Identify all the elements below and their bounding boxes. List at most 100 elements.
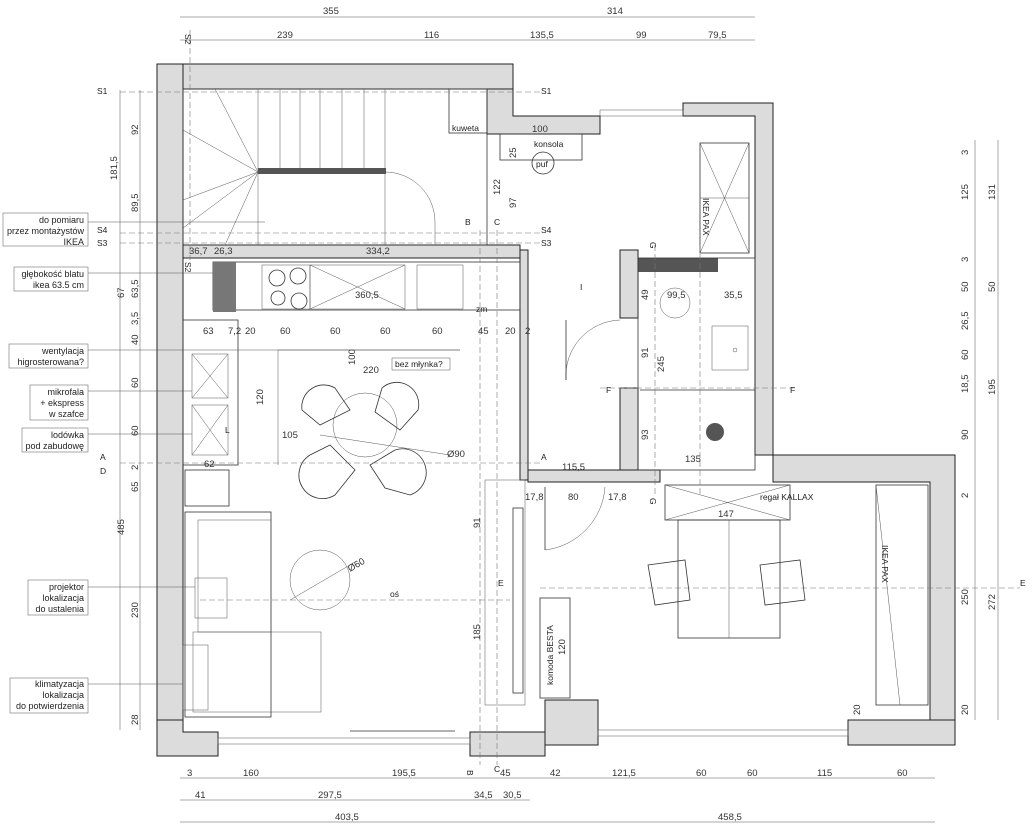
dim-label: 185	[472, 624, 483, 640]
wall-bottom-mid	[469, 731, 546, 757]
dim-label: 60	[380, 326, 391, 337]
dining-set: bez młynka?	[298, 357, 451, 499]
chair	[298, 444, 356, 499]
dim-label: 485	[116, 519, 127, 535]
section-marks: S1 S1 S2 S2 S3 S3 S4 S4 A A B B C C D E …	[97, 34, 1026, 776]
window-bottom-living	[217, 737, 471, 745]
dim-label: 100	[532, 124, 548, 135]
dim-label: 120	[557, 639, 568, 655]
dim-label: 3	[960, 257, 971, 262]
dim-label: 91	[472, 517, 483, 528]
os-label: oś	[390, 589, 399, 599]
svg-text:+ ekspress: + ekspress	[40, 398, 84, 408]
dim-label: 135,5	[530, 30, 554, 41]
svg-text:klimatyzacja: klimatyzacja	[35, 679, 84, 689]
dining-table	[332, 392, 398, 458]
walls	[156, 63, 956, 757]
svg-text:lodówka: lodówka	[51, 430, 84, 440]
section-mark: C	[494, 764, 500, 774]
dim-label: 60	[897, 768, 908, 779]
dim-label: 297,5	[318, 790, 342, 801]
living-room: oś	[182, 479, 526, 718]
dim-label: 80	[568, 492, 579, 503]
dim-label: 63,5	[130, 280, 141, 299]
svg-text:w szafce: w szafce	[48, 409, 84, 419]
bath-counter-dark	[638, 258, 718, 272]
dim-label: 60	[960, 349, 971, 360]
dim-label: 62	[204, 459, 215, 470]
svg-text:higrosterowana?: higrosterowana?	[17, 357, 84, 367]
dim-label: 2	[525, 326, 530, 337]
dim-label: 239	[277, 30, 293, 41]
dim-label: 93	[640, 429, 651, 440]
dim-label: 122	[492, 179, 503, 195]
section-mark: G	[648, 242, 658, 249]
dim-label: 60	[747, 768, 758, 779]
dim-label: 20	[852, 704, 863, 715]
section-mark: F	[606, 385, 611, 395]
dim-label: 131	[987, 184, 998, 200]
section-mark: S3	[541, 238, 552, 248]
callout-montaz: do pomiaru przez montażystów IKEA	[2, 212, 265, 247]
section-mark: D	[100, 466, 106, 476]
chair	[369, 448, 427, 496]
dim-label: 60	[130, 425, 141, 436]
L-label: L	[225, 425, 230, 435]
chair	[301, 384, 351, 426]
svg-text:do pomiaru: do pomiaru	[39, 215, 84, 225]
dim-label: 116	[424, 30, 439, 41]
bathroom	[565, 257, 756, 471]
dims-inner: 100 25 122 97 334,2 36,7 26,3 360,5 63 7…	[189, 124, 863, 715]
dim-label: 41	[195, 790, 206, 801]
dim-label: 181,5	[109, 156, 120, 180]
ikea-pax-top-label: IKEA PAX	[701, 198, 711, 236]
section-mark: S3	[97, 238, 108, 248]
dim-label: 79,5	[708, 30, 727, 41]
dim-label: 195	[987, 379, 998, 395]
staircase: kuweta	[182, 88, 488, 246]
dim-label: 147	[718, 509, 734, 520]
dim-label: 334,2	[366, 246, 390, 257]
dim-label: 35,5	[724, 290, 743, 301]
dim-label: 89,5	[130, 194, 141, 213]
projector-box	[194, 577, 228, 619]
dim-label: 20	[245, 326, 256, 337]
callout-klimatyzacja: klimatyzacja lokalizacja do potwierdzeni…	[9, 677, 183, 714]
konsola-box	[499, 133, 583, 161]
section-mark: A	[100, 452, 106, 462]
svg-text:ikea 63.5 cm: ikea 63.5 cm	[33, 280, 84, 290]
dim-label: 30,5	[503, 790, 522, 801]
section-mark: A	[541, 452, 547, 462]
dim-label: 125	[960, 184, 971, 200]
bedroom-door-swing	[544, 486, 606, 551]
tv-unit	[484, 479, 526, 706]
dim-label: 42	[550, 768, 561, 779]
tall-cabinets	[182, 319, 239, 466]
wall-top-left	[157, 63, 514, 90]
section-mark: B	[465, 217, 471, 227]
wall-bottom	[156, 719, 219, 757]
dim-label: 91	[640, 347, 651, 358]
kitchen-counter	[212, 261, 521, 311]
dim-label: 3,5	[130, 312, 141, 325]
bez-mlynka-label: bez młynka?	[395, 359, 443, 369]
dim-label: 245	[656, 356, 667, 372]
desk-chair	[759, 559, 806, 606]
dim-label: 49	[640, 289, 651, 300]
wall-bath-left	[619, 249, 639, 319]
dims-bottom: 3 160 195,5 45 42 121,5 60 60 115 60 41 …	[187, 768, 908, 823]
dim-label: 458,5	[718, 812, 742, 823]
wall-bottom-far	[847, 719, 956, 746]
dim-label: 45	[478, 326, 489, 337]
section-mark: S4	[541, 225, 552, 235]
bath-door-swing	[565, 319, 621, 381]
coffee-table	[192, 631, 322, 713]
section-mark: I	[580, 282, 582, 292]
callout-blat: głębokość blatu ikea 63.5 cm	[13, 266, 213, 292]
dim-label: 105	[282, 430, 298, 441]
kuweta-label: kuweta	[452, 123, 479, 133]
ikea-pax-right	[875, 484, 929, 706]
callouts: do pomiaru przez montażystów IKEA głębok…	[2, 212, 460, 714]
ikea-pax-right-label: IKEA PAX	[880, 545, 890, 583]
dim-label: 120	[255, 389, 266, 405]
